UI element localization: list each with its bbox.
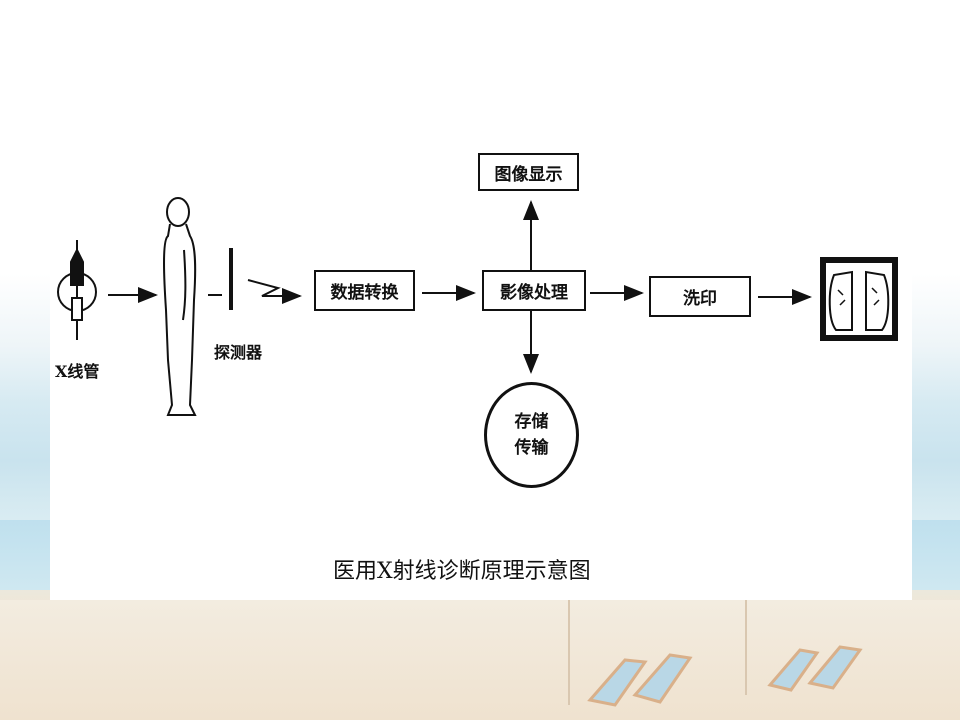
image-processing-box: 影像处理 [482,270,586,311]
xray-tube-label: X线管 [55,362,100,381]
xray-film-icon [820,257,898,341]
storage-transmission-ellipse: 存储 传输 [484,382,579,488]
umbrella-pole-left [568,585,570,705]
print-box: 洗印 [649,276,751,317]
human-body-icon [163,197,197,416]
umbrella-pole-right [745,595,747,695]
beach-chairs-right [767,645,863,692]
signal-zigzag-icon [247,279,302,304]
diagram-caption: 医用X射线诊断原理示意图 [333,559,591,584]
transmission-label: 传输 [514,438,549,458]
diagram-panel [50,128,912,600]
storage-label: 存储 [514,412,549,432]
data-conversion-box: 数据转换 [314,270,415,311]
image-display-box: 图像显示 [478,153,579,191]
xray-tube-icon [57,240,97,340]
detector-label: 探测器 [214,343,263,362]
beach-chairs-left [587,653,693,707]
